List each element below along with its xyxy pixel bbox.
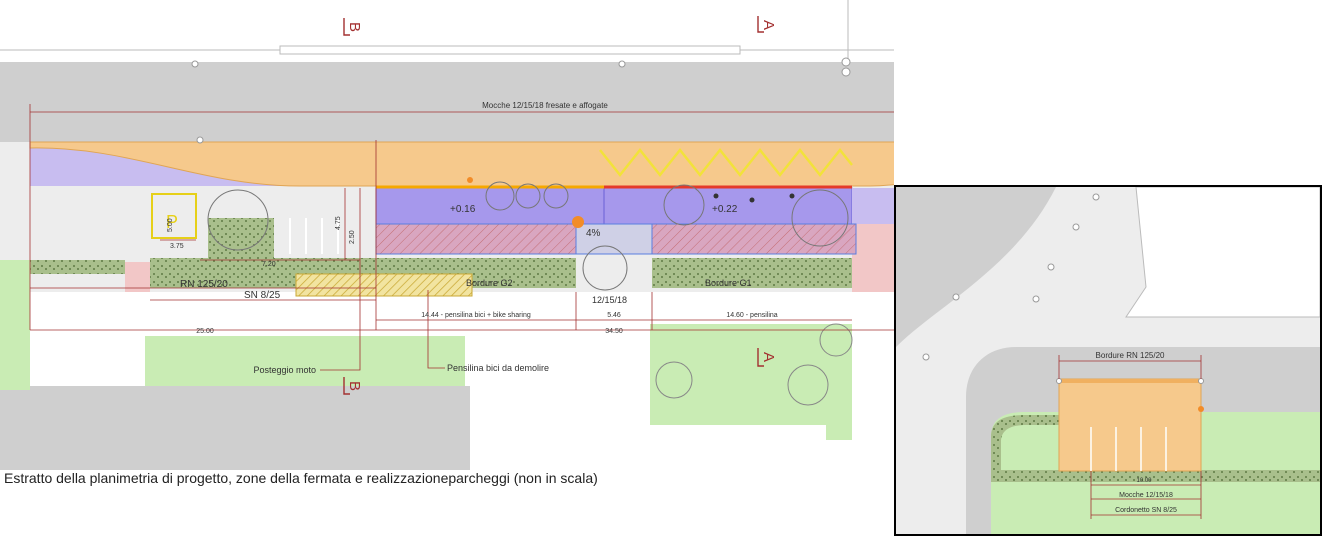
purple-area-far <box>852 188 894 224</box>
elevation-right: +0.22 <box>712 204 738 215</box>
dim-250: 2.50 <box>349 230 356 244</box>
hedge-strip-left <box>0 260 125 274</box>
section-marker-a-bottom: A <box>757 348 777 367</box>
purple-area-right <box>603 187 853 225</box>
slope-label: 4% <box>586 228 601 239</box>
callout-moto: Posteggio moto <box>253 365 316 375</box>
figure-caption: Estratto della planimetria di progetto, … <box>4 470 598 486</box>
pink-area-left <box>125 262 150 292</box>
lower-green-right <box>650 324 852 440</box>
moto-parking-symbol: P <box>166 212 178 232</box>
top-building-outline <box>0 0 894 60</box>
dim-375: 3.75 <box>170 243 184 250</box>
section-marker-b-bottom: B <box>343 377 363 395</box>
inset-detail-plan: Bordure RN 125/20 10.00 Mocche 12/15/18 … <box>894 185 1322 536</box>
dimension-lines <box>29 104 894 371</box>
top-dimension-label: Mocche 12/15/18 fresate e affogate <box>482 101 608 110</box>
section-marker-a-top: A <box>757 16 777 33</box>
inset-width-label: 10.00 <box>1136 478 1152 484</box>
lower-trees <box>655 323 853 406</box>
inset-kerb-strip <box>1059 379 1201 383</box>
zigzag-marking <box>599 147 853 178</box>
bike-shelter-demolish <box>295 273 473 297</box>
inset-parking-orange <box>1058 378 1202 472</box>
pink-area-right <box>852 224 894 292</box>
inset-parking-stripes <box>1090 427 1167 471</box>
svg-text:B: B <box>346 22 363 32</box>
inset-road-nodes <box>922 193 1100 361</box>
road <box>0 62 894 142</box>
inset-building <box>1125 187 1320 318</box>
bus-stop-hatch-right <box>651 223 857 255</box>
project-plan: P <box>0 0 894 470</box>
hedge-block-left <box>208 218 274 262</box>
dim-475: 4.75 <box>335 216 342 230</box>
inset-top-label: Bordure RN 125/20 <box>1096 351 1165 360</box>
parking-stripes <box>289 218 339 254</box>
bus-stop-hatch-left <box>375 223 577 255</box>
elevation-left: +0.16 <box>450 204 476 215</box>
inset-drawing: Bordure RN 125/20 10.00 Mocche 12/15/18 … <box>896 187 1320 534</box>
callout-pensilina: Pensilina bici da demolire <box>447 363 549 373</box>
moto-parking-box <box>151 193 197 239</box>
lower-building-left <box>0 386 470 470</box>
bus-stop-hatch-gap <box>575 223 653 255</box>
inset-hedge <box>991 470 1320 482</box>
inset-dimension-lines <box>1058 355 1202 519</box>
road-nodes <box>191 57 851 77</box>
kerb-rn-label: RN 125/20 <box>180 279 228 290</box>
dim-1460: 14.60 - pensilina <box>726 312 777 319</box>
inset-bottom-label-1: Mocche 12/15/18 <box>1119 492 1173 499</box>
kerb-g2-label: Bordure G2 <box>466 278 513 288</box>
kerb-mocche-label: 12/15/18 <box>592 295 627 305</box>
trees <box>207 181 849 291</box>
inset-bottom-label-2: Cordonetto SN 8/25 <box>1115 507 1177 514</box>
point-markers <box>196 136 795 228</box>
section-marker-b-top: B <box>343 18 363 36</box>
dim-546: 5.46 <box>607 312 621 319</box>
dim-1444: 14.44 - pensilina bici + bike sharing <box>421 312 531 319</box>
svg-text:A: A <box>760 352 777 362</box>
svg-text:A: A <box>760 20 777 30</box>
dim-3450: 34.50 <box>605 328 623 335</box>
dim-500: 5.00 <box>167 218 174 232</box>
green-left-edge <box>0 260 30 390</box>
dim-2500: 25.00 <box>196 328 214 335</box>
kerb-sn-label: SN 8/25 <box>244 290 281 301</box>
kerb-g1-label: Bordure G1 <box>705 278 752 288</box>
hedge-strip-right <box>652 258 852 288</box>
svg-text:B: B <box>346 381 363 391</box>
dim-720: 7.20 <box>262 261 276 268</box>
